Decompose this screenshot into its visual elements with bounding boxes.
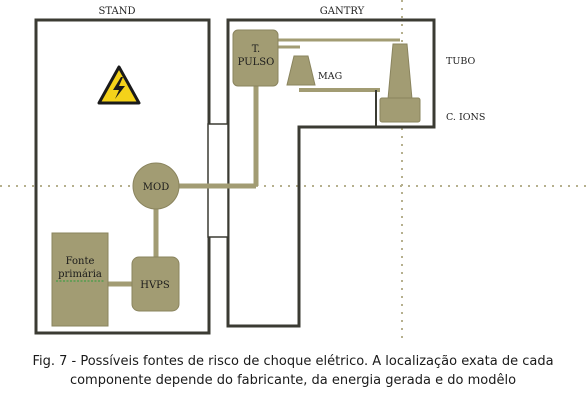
tubo-tube xyxy=(387,43,413,100)
stand-title: STAND xyxy=(99,6,136,17)
caption-line-1: Fig. 7 - Possíveis fontes de risco de ch… xyxy=(32,354,554,369)
mod-modulator xyxy=(132,162,180,210)
c-ions-label: C. IONS xyxy=(446,112,485,123)
c-ions-chamber xyxy=(379,97,421,123)
hvps-label: HVPS xyxy=(140,280,170,291)
mag-label: MAG xyxy=(318,71,342,82)
t-pulso-box xyxy=(232,29,279,87)
diagram-svg: T. PULSO MAG TUBO C. IONS MOD HVPS Fonte… xyxy=(0,0,586,340)
fonte-primaria-box xyxy=(51,232,109,327)
caption-line-2: componente depende do fabricante, da ene… xyxy=(69,373,517,388)
mod-label: MOD xyxy=(143,182,169,193)
gantry-frame xyxy=(226,18,436,328)
tubo-label: TUBO xyxy=(446,56,476,67)
stand-gantry-connector xyxy=(207,123,229,238)
t-pulso-label-line1: T. xyxy=(252,44,260,55)
high-voltage-warning-icon xyxy=(97,65,141,105)
t-pulso-label-line2: PULSO xyxy=(238,57,275,68)
fonte-label-line1: Fonte xyxy=(66,256,95,267)
mag-magnet xyxy=(286,55,316,86)
figure-caption: Fig. 7 - Possíveis fontes de risco de ch… xyxy=(0,352,586,390)
fonte-label-line2: primária xyxy=(58,269,102,280)
hvps-box xyxy=(131,256,180,312)
gantry-title: GANTRY xyxy=(320,6,365,17)
